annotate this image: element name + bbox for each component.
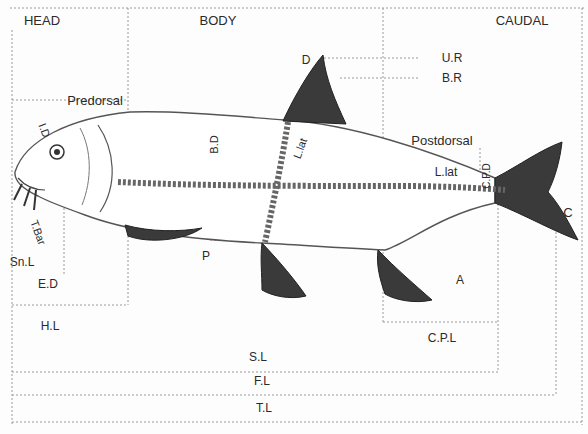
part-label: F.L — [254, 375, 270, 387]
part-label: HEAD — [24, 14, 60, 27]
part-label: B.R — [442, 72, 462, 84]
part-label: Predorsal — [67, 94, 123, 107]
region-frames — [10, 8, 584, 425]
part-label: T.Bar — [28, 218, 47, 246]
part-label: Sn.L — [10, 256, 35, 268]
part-label: P — [202, 250, 210, 262]
part-label: H.L — [41, 320, 60, 332]
transverse-scale-row — [265, 122, 288, 242]
part-label: C.P.D — [482, 163, 492, 188]
part-label: C — [563, 206, 572, 219]
part-label: C.P.L — [428, 332, 456, 344]
part-label: B.D — [209, 135, 220, 153]
part-label: L.lat — [435, 166, 458, 178]
part-label: U.R — [442, 52, 463, 64]
part-label: I.D — [36, 122, 51, 139]
lateral-line — [118, 182, 505, 190]
fish-body — [15, 112, 495, 250]
caudal-fin — [495, 142, 578, 240]
anal-fin — [377, 250, 432, 302]
barbels — [14, 184, 36, 210]
dorsal-fin — [283, 55, 346, 124]
eye — [50, 145, 64, 159]
part-label: BODY — [200, 14, 237, 27]
part-label: S.L — [249, 351, 267, 363]
part-label: D — [302, 54, 311, 66]
part-label: CAUDAL — [496, 14, 549, 27]
part-label: T.L — [256, 402, 272, 414]
pelvic-fin — [261, 243, 306, 298]
part-label: A — [456, 274, 464, 286]
part-label: Postdorsal — [411, 134, 472, 147]
pectoral-fin — [125, 225, 202, 240]
part-label: E.D — [38, 278, 58, 290]
